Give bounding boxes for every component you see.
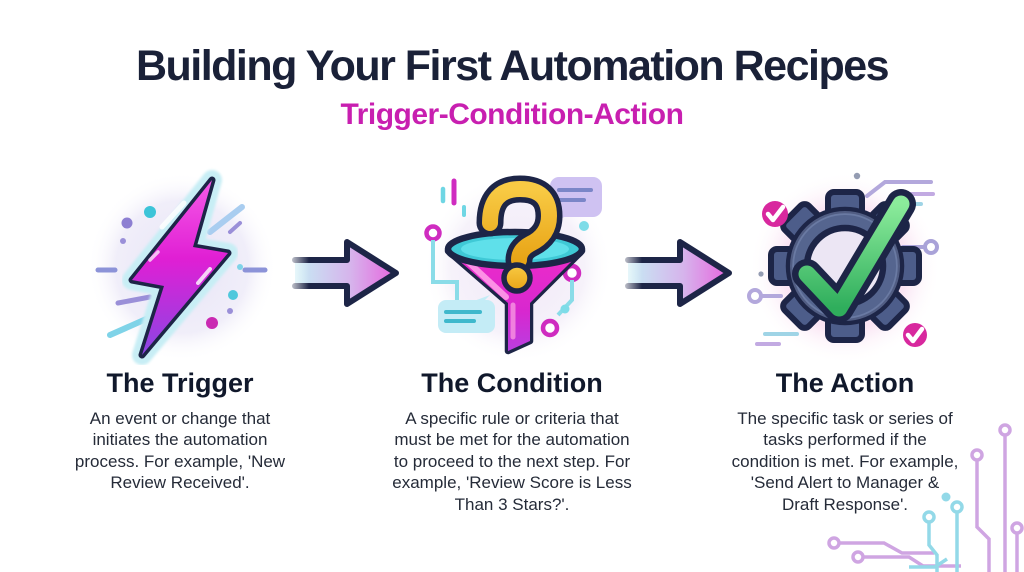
funnel-question-icon [423,173,613,363]
lightning-bolt-icon [87,170,277,365]
trigger-description: An event or change that initiates the au… [74,409,286,493]
page-title: Building Your First Automation Recipes [135,42,890,90]
trigger-heading: The Trigger [106,368,254,398]
right-arrow-icon [618,239,732,307]
circuit-board-decoration [827,423,1024,572]
right-arrow-icon [285,239,399,307]
action-heading: The Action [775,368,915,398]
condition-description: A specific rule or criteria that must be… [392,409,632,514]
condition-heading: The Condition [421,368,603,398]
check-badge-icon [762,201,788,227]
check-badge-icon [903,323,927,347]
page-subtitle: Trigger-Condition-Action [340,98,684,131]
speech-bubble-icon [438,295,495,333]
gear-checkmark-icon [747,172,941,364]
action-description: The specific task or series of tasks per… [731,409,959,514]
